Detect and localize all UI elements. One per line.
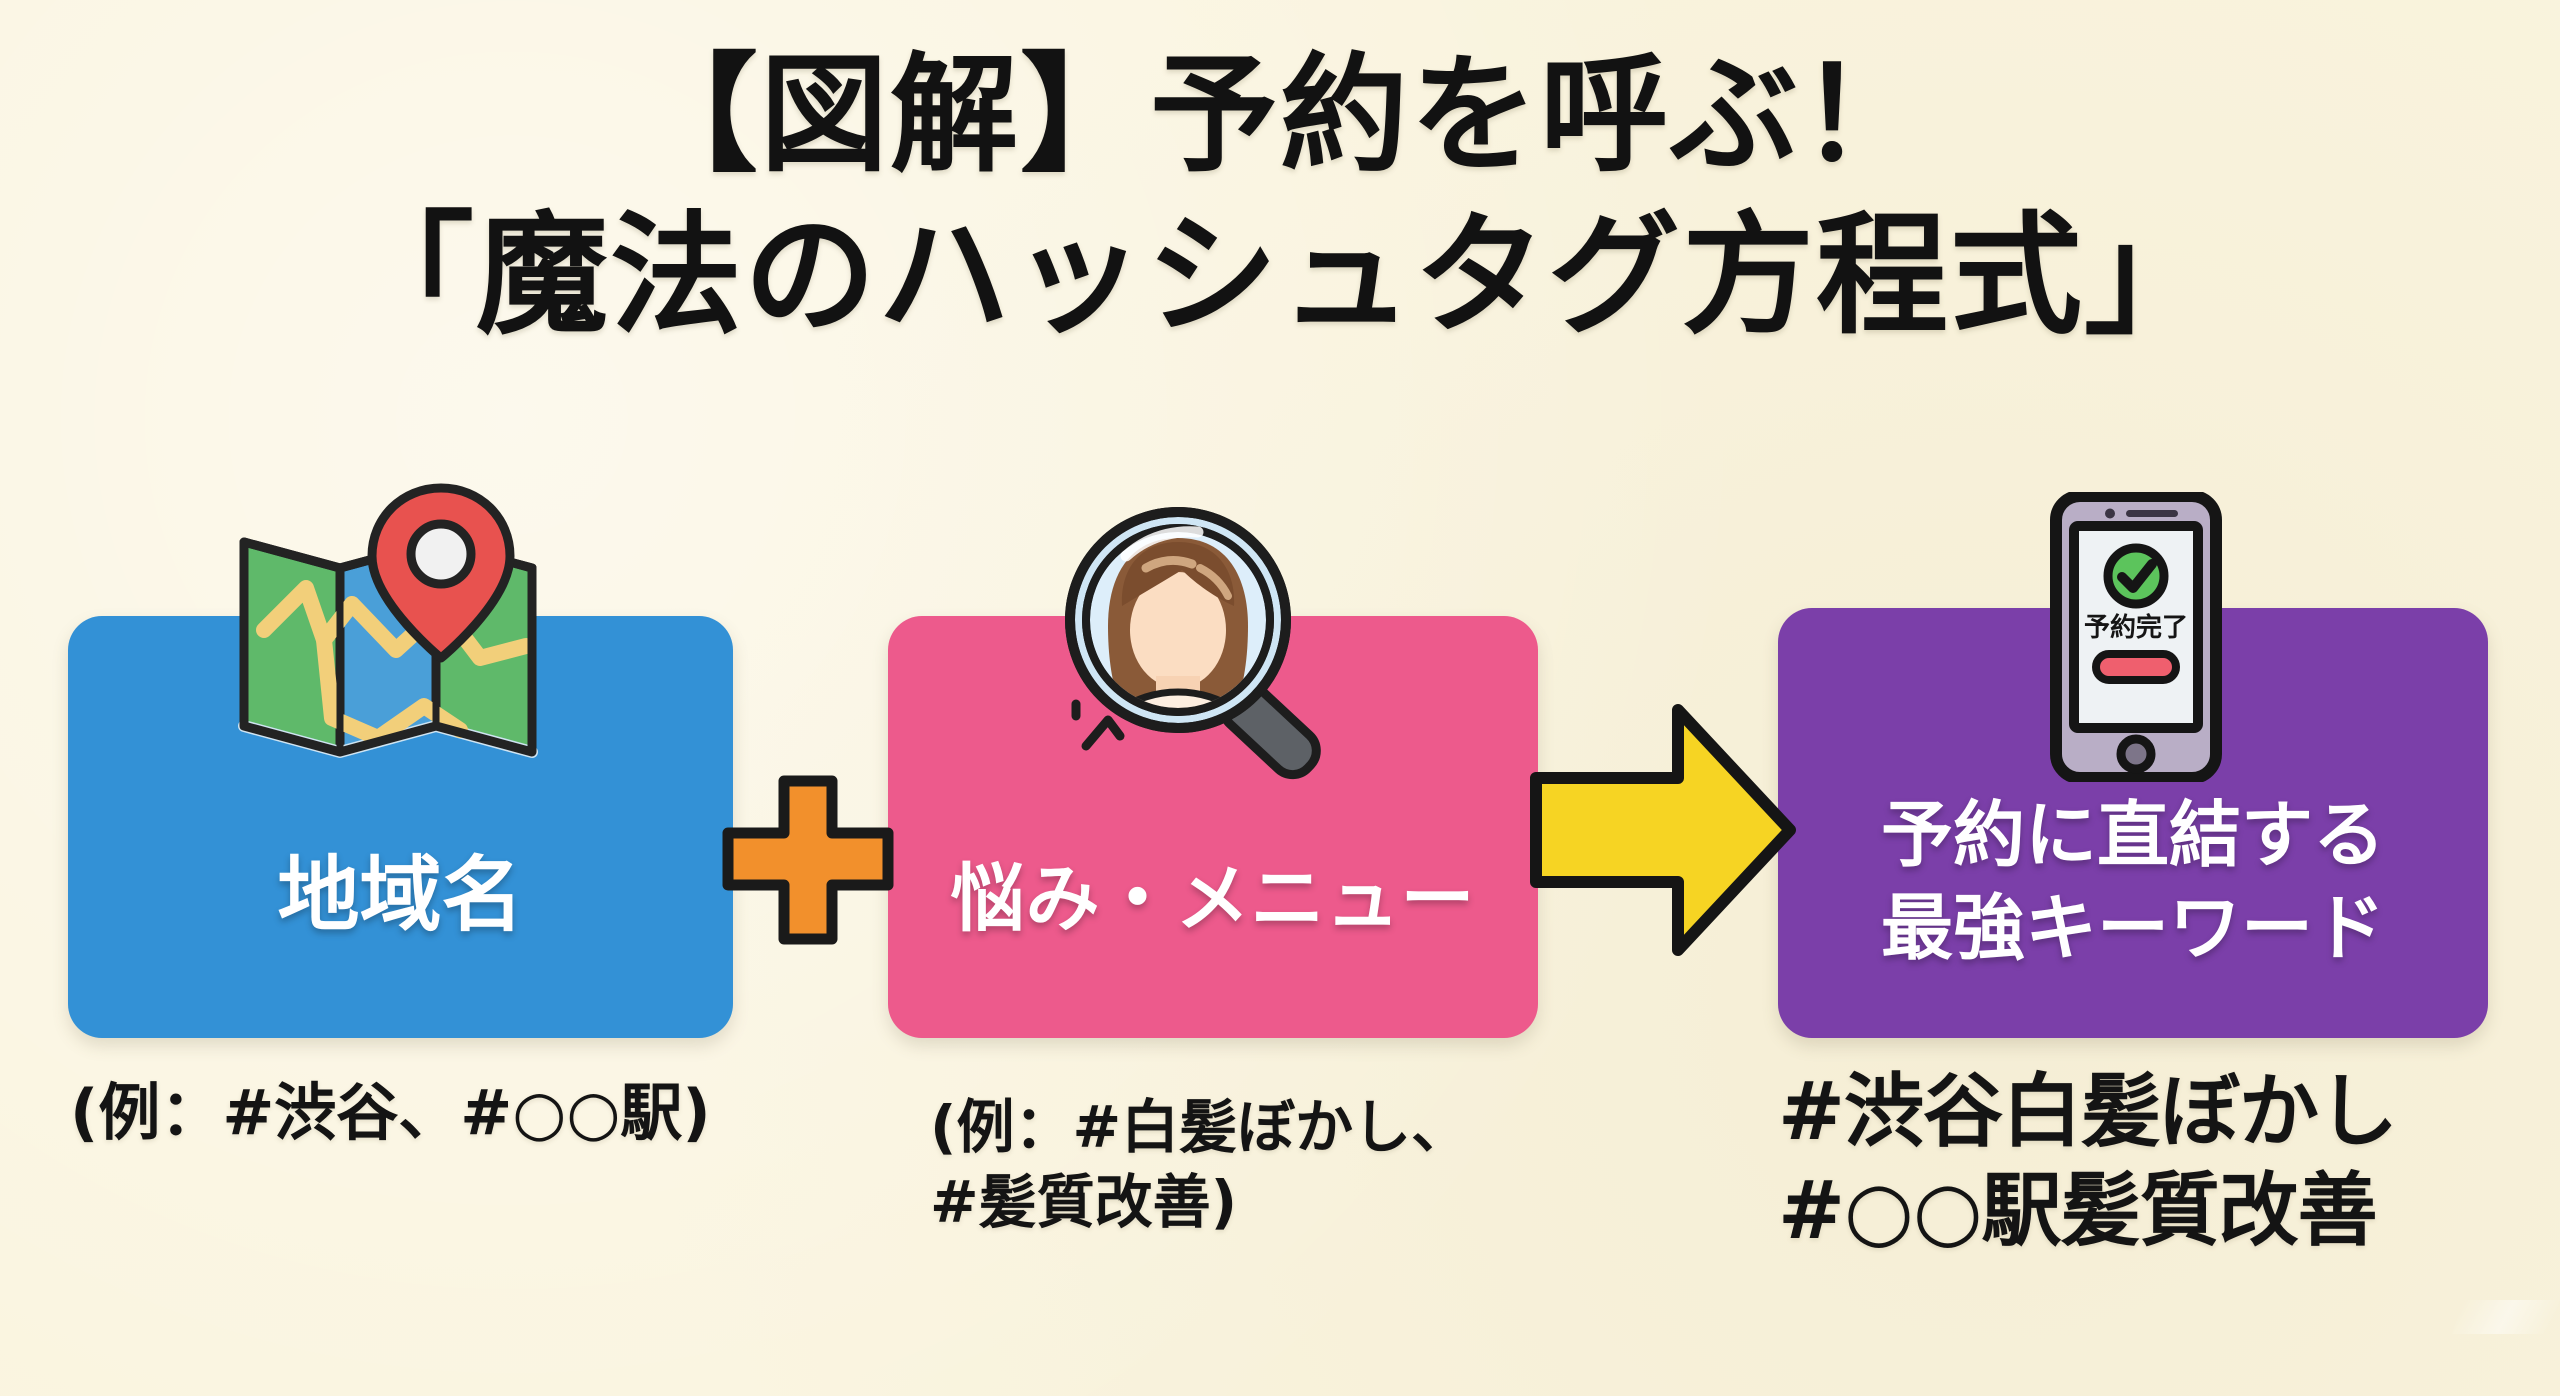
- page-title: 【図解】予約を呼ぶ！ 「魔法のハッシュタグ方程式」: [0, 34, 2560, 361]
- term-box-area-label: 地域名: [277, 847, 524, 943]
- smartphone-booking-complete-icon: 予約完了: [2030, 490, 2242, 784]
- caption-result-hashtags: #渋谷白髪ぼかし #○○駅髪質改善: [1778, 1065, 2398, 1258]
- magnifier-person-icon: [1050, 498, 1350, 790]
- phone-status-text: 予約完了: [2084, 612, 2188, 643]
- caption-term-need: (例：#白髪ぼかし、 #髪質改善): [930, 1093, 1470, 1237]
- plus-icon: [722, 775, 894, 945]
- title-line-2: 「魔法のハッシュタグ方程式」: [342, 198, 2218, 353]
- corner-highlight: [2451, 1300, 2560, 1334]
- folded-map-pin-icon: [228, 480, 548, 780]
- caption-term-area: (例：#渋谷、#○○駅): [70, 1076, 711, 1149]
- title-line-1: 【図解】予約を呼ぶ！: [629, 41, 1930, 190]
- result-box-label: 予約に直結する 最強キーワード: [1880, 792, 2385, 971]
- right-arrow-icon: [1528, 700, 1798, 960]
- term-box-need-label: 悩み・メニュー: [950, 855, 1476, 942]
